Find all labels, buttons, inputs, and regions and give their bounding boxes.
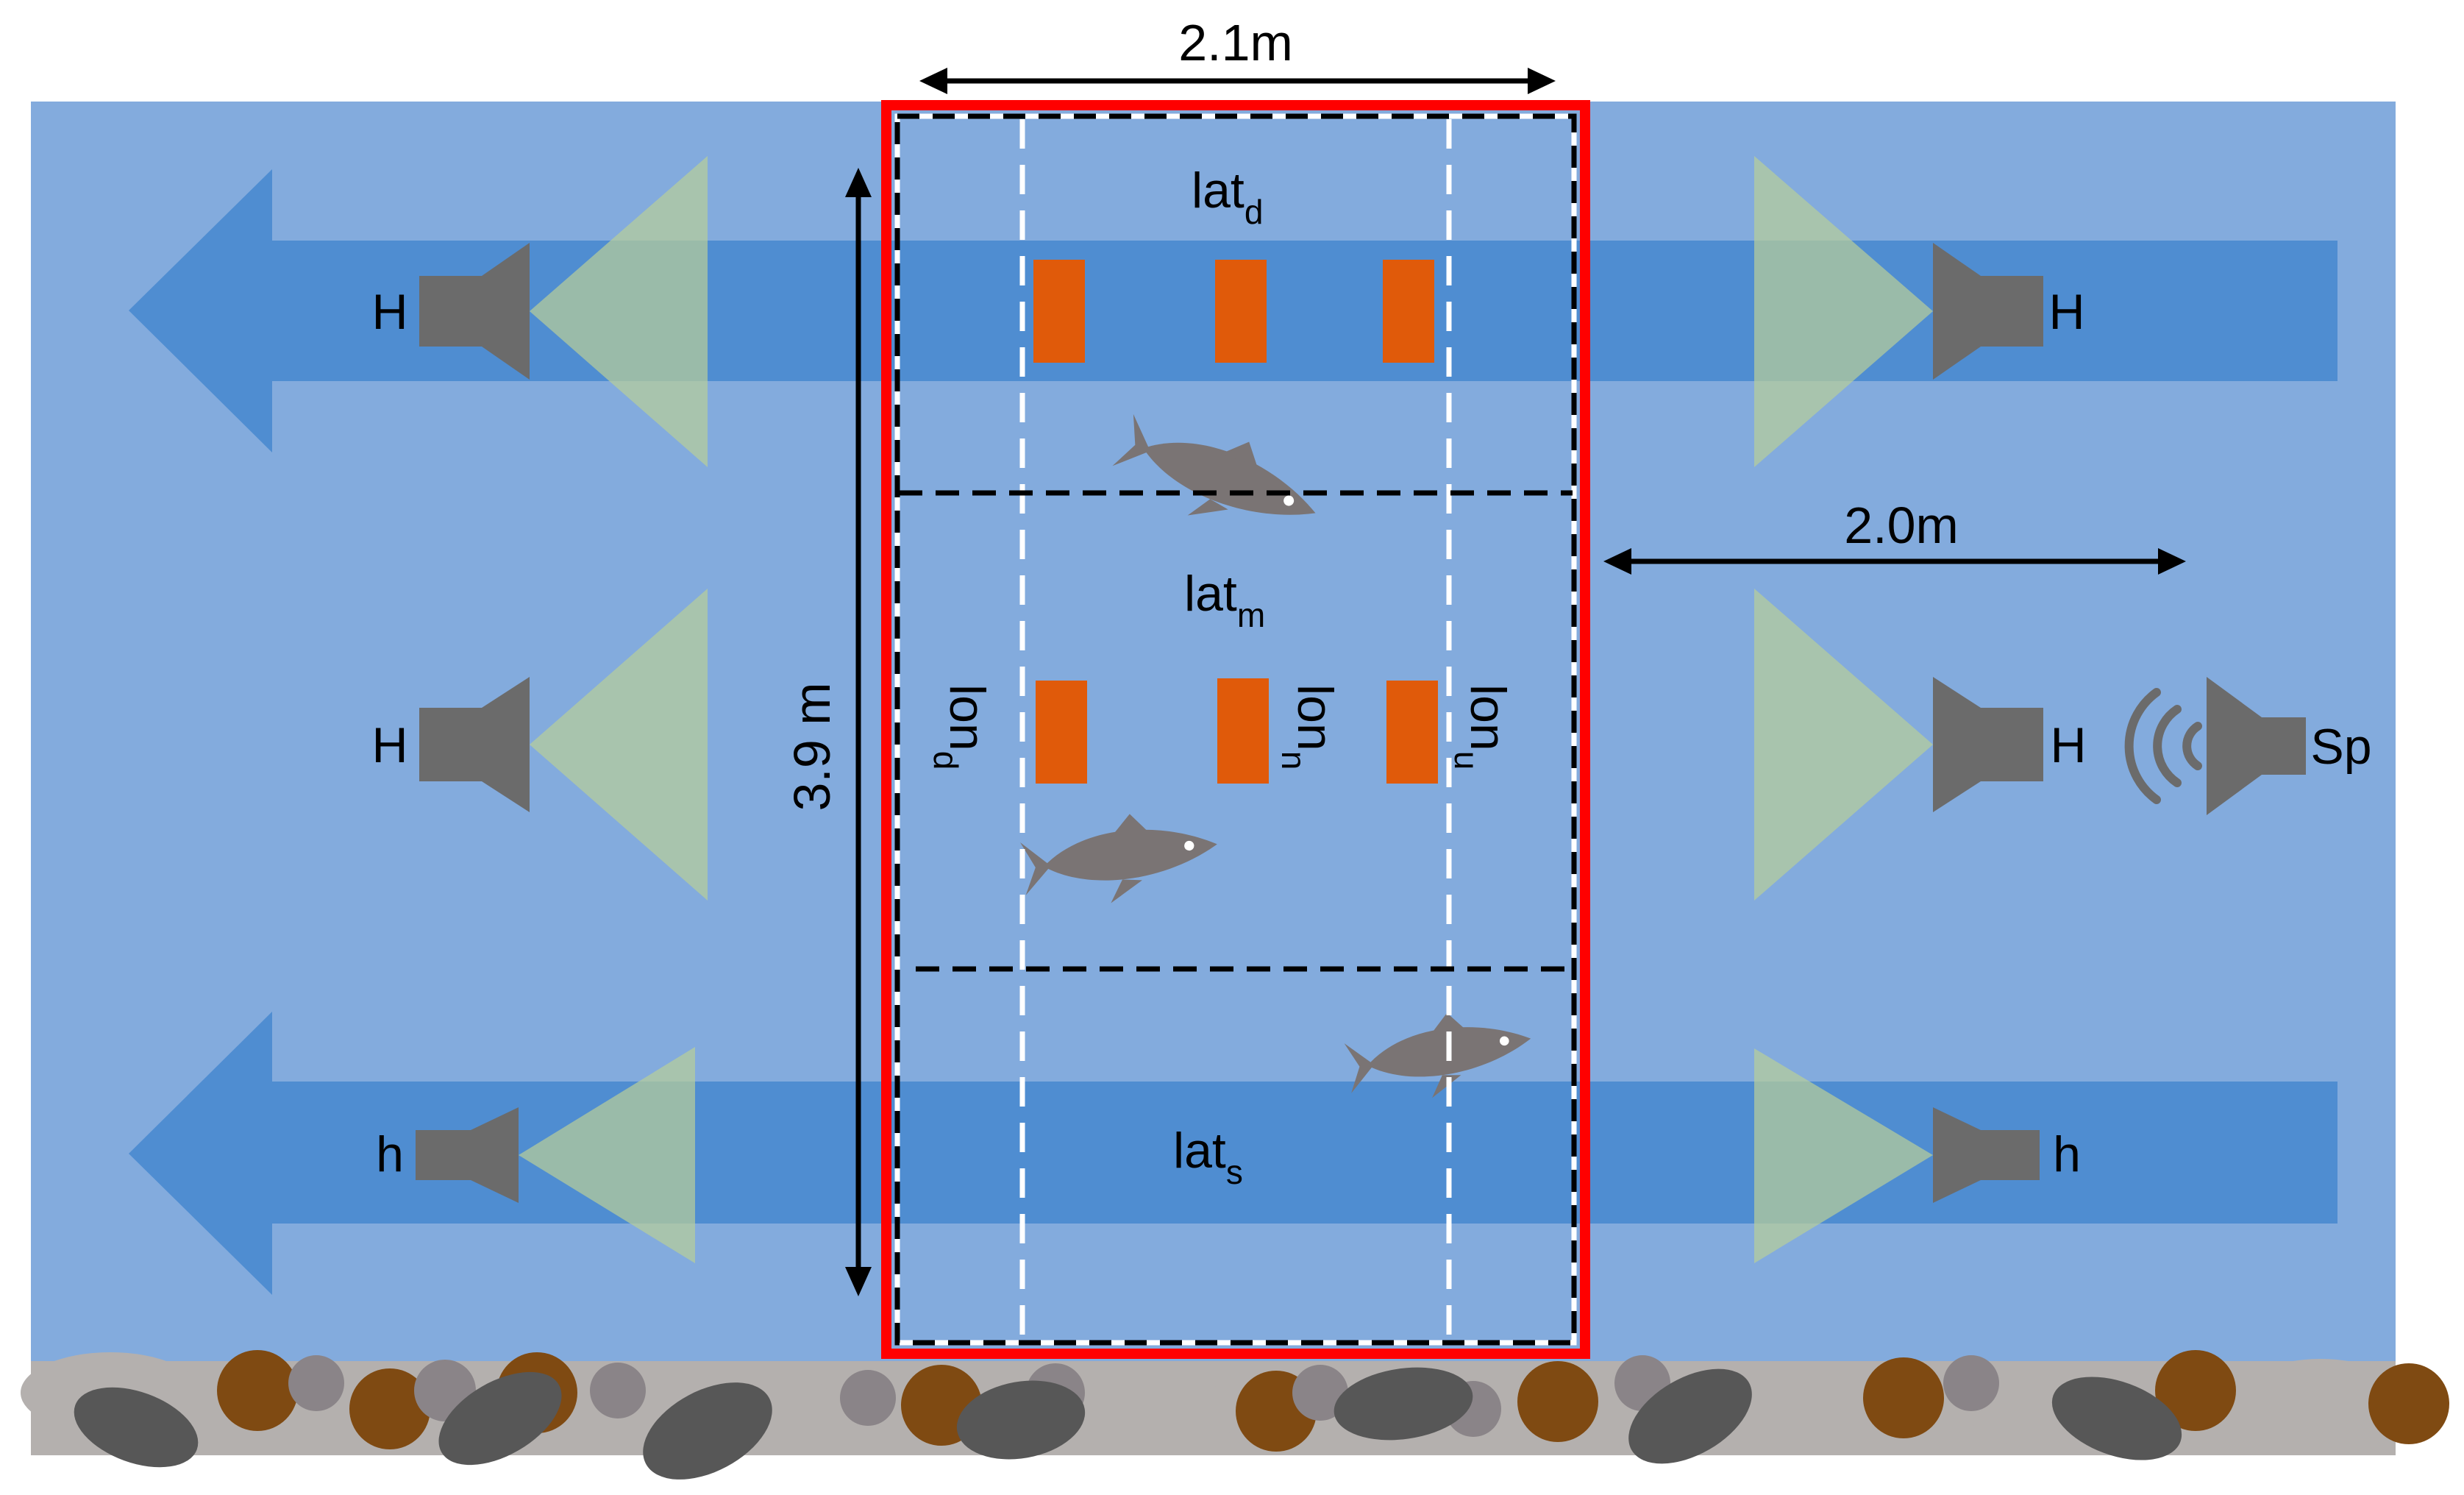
hydrophone-label-left-middle: H [371,717,407,773]
zone-label-lon-d: lond [927,684,995,770]
zone-base: lon [939,684,995,751]
beam-cone [530,589,708,901]
beam-cone [519,1047,695,1263]
hydrophone-horn [482,677,530,812]
fish [1105,397,1331,560]
target [1215,260,1267,363]
hydrophone-left-bottom [416,1047,695,1263]
dimension-arrow-width [919,68,1556,94]
zone-subscript: u [1448,751,1486,770]
dimension-offset-label: 2.0m [1844,497,1959,554]
zone-label-lon-n: lonn [1275,684,1343,770]
zone-base: lon [1287,684,1343,751]
hydrophone-icon [419,276,482,347]
hydrophone-icon [416,1130,471,1180]
hydrophone-horn [482,243,530,380]
target [1383,260,1434,363]
zone-label-lat-m: latm [1184,566,1265,634]
beam-cone [530,156,708,467]
zone-base: lon [1460,684,1516,751]
speaker-icon [2124,677,2306,815]
hydrophone-left-middle [419,589,708,901]
hydrophone-label-left-top: H [371,284,407,340]
hydrophone-right-bottom [1754,1048,2040,1263]
target [1386,681,1438,784]
beam-cone [1754,156,1933,467]
experiment-frame [881,100,1590,1359]
hydrophone-label-right-top: H [2048,284,2084,340]
hydrophone-right-middle [1754,589,2043,901]
target-row-top [1033,260,1434,363]
hydrophone-icon [1981,276,2043,347]
target [1217,678,1269,784]
hydrophone-horn [471,1107,519,1203]
zone-subscript: d [1245,193,1264,231]
zone-subscript: n [1275,751,1313,770]
dimension-width-label: 2.1m [1178,14,1293,71]
beam-cone [1754,1048,1933,1263]
speaker-label: Sp [2310,719,2371,775]
zone-label-lat-d: latd [1192,163,1263,231]
zone-base: lat [1184,566,1237,622]
hydrophone-label-left-bottom: h [376,1126,404,1182]
dimension-arrow-offset [1603,548,2186,575]
zone-subscript: d [927,751,965,770]
hydrophone-label-right-middle: H [2050,717,2086,773]
zone-subscript: m [1237,596,1265,634]
target [1033,260,1085,363]
fish [1342,1001,1537,1109]
hydrophone-left-top [419,156,708,467]
zone-label-lat-s: lats [1173,1123,1243,1191]
hydrophone-horn [1933,677,1981,812]
hydrophone-icon [1981,1130,2040,1180]
zone-outline-dashed [894,113,1577,1346]
riverbed [21,1350,2449,1480]
beam-cone [1754,589,1933,901]
hydrophone-icon [419,708,482,781]
hydrophone-label-right-bottom: h [2053,1126,2081,1182]
target-row-middle [1036,678,1438,784]
hydrophone-right-top [1754,156,2043,467]
target [1036,681,1087,784]
hydrophone-horn [1933,1107,1981,1203]
zone-subscript: s [1226,1153,1243,1191]
hydrophone-horn [1933,243,1981,380]
hydrophone-icon [1981,708,2043,781]
dimension-height-label: 3.9 m [783,682,841,811]
zone-label-lon-u: lonu [1448,684,1516,770]
dimension-arrow-height [845,168,872,1296]
zone-base: lat [1173,1123,1226,1179]
zone-base: lat [1192,163,1245,219]
fish [1018,805,1222,912]
